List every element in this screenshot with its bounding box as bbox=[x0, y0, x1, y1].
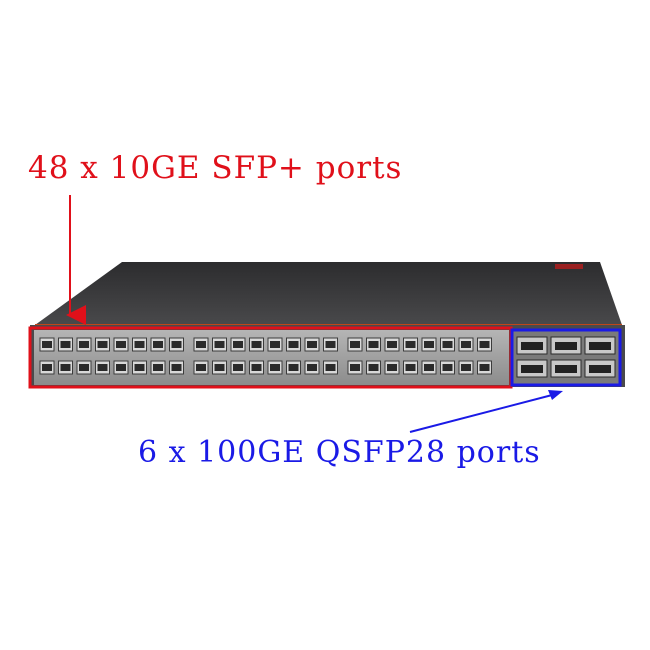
sfp-port-slot bbox=[196, 364, 206, 371]
sfp-port-slot bbox=[424, 364, 434, 371]
sfp-port-slot bbox=[233, 341, 243, 348]
sfp-port-slot bbox=[134, 364, 145, 371]
qsfp-port-slot bbox=[521, 342, 543, 350]
qsfp-port-slot bbox=[555, 342, 577, 350]
sfp-port-slot bbox=[387, 341, 397, 348]
sfp-port-slot bbox=[171, 341, 182, 348]
sfp-port-slot bbox=[251, 364, 262, 371]
sfp-port-slot bbox=[368, 364, 379, 371]
sfp-port-slot bbox=[325, 364, 336, 371]
qsfp-port-slot bbox=[589, 365, 611, 373]
sfp-port-slot bbox=[153, 341, 163, 348]
sfp-port-slot bbox=[97, 341, 108, 348]
sfp-port-grid bbox=[39, 337, 492, 375]
sfp-port-slot bbox=[116, 364, 126, 371]
sfp-port-slot bbox=[368, 341, 379, 348]
sfp-port-slot bbox=[153, 364, 163, 371]
qsfp-port-slot bbox=[589, 342, 611, 350]
chassis-top bbox=[35, 262, 622, 325]
sfp-port-slot bbox=[405, 364, 416, 371]
qsfp-port-grid bbox=[516, 336, 616, 378]
sfp-port-slot bbox=[461, 364, 471, 371]
sfp-port-slot bbox=[405, 341, 416, 348]
sfp-port-slot bbox=[79, 364, 89, 371]
sfp-port-slot bbox=[251, 341, 262, 348]
sfp-port-slot bbox=[461, 341, 471, 348]
sfp-port-slot bbox=[233, 364, 243, 371]
sfp-port-slot bbox=[325, 341, 336, 348]
sfp-port-slot bbox=[60, 364, 71, 371]
sfp-port-slot bbox=[479, 341, 490, 348]
sfp-port-slot bbox=[270, 341, 280, 348]
sfp-port-slot bbox=[442, 341, 453, 348]
sfp-port-slot bbox=[214, 341, 225, 348]
sfp-port-slot bbox=[307, 364, 317, 371]
sfp-port-slot bbox=[42, 341, 52, 348]
chassis-logo bbox=[555, 264, 583, 269]
sfp-port-slot bbox=[424, 341, 434, 348]
sfp-port-slot bbox=[350, 364, 360, 371]
qsfp-port-slot bbox=[521, 365, 543, 373]
sfp-ports-label: 48 x 10GE SFP+ ports bbox=[28, 150, 403, 186]
sfp-port-slot bbox=[97, 364, 108, 371]
sfp-port-slot bbox=[134, 341, 145, 348]
sfp-port-slot bbox=[307, 341, 317, 348]
sfp-port-slot bbox=[270, 364, 280, 371]
qsfp-highlight-box bbox=[510, 328, 622, 387]
qsfp-arrowhead bbox=[548, 390, 563, 400]
sfp-port-slot bbox=[387, 364, 397, 371]
sfp-port-slot bbox=[116, 341, 126, 348]
sfp-port-slot bbox=[288, 341, 299, 348]
qsfp-port-slot bbox=[555, 365, 577, 373]
sfp-port-slot bbox=[214, 364, 225, 371]
sfp-port-slot bbox=[171, 364, 182, 371]
sfp-port-slot bbox=[350, 341, 360, 348]
sfp-port-slot bbox=[196, 341, 206, 348]
sfp-port-slot bbox=[79, 341, 89, 348]
sfp-port-slot bbox=[288, 364, 299, 371]
sfp-port-slot bbox=[442, 364, 453, 371]
sfp-port-slot bbox=[42, 364, 52, 371]
qsfp-ports-label: 6 x 100GE QSFP28 ports bbox=[138, 435, 541, 470]
sfp-port-slot bbox=[60, 341, 71, 348]
qsfp-arrow bbox=[409, 393, 557, 433]
sfp-port-slot bbox=[479, 364, 490, 371]
